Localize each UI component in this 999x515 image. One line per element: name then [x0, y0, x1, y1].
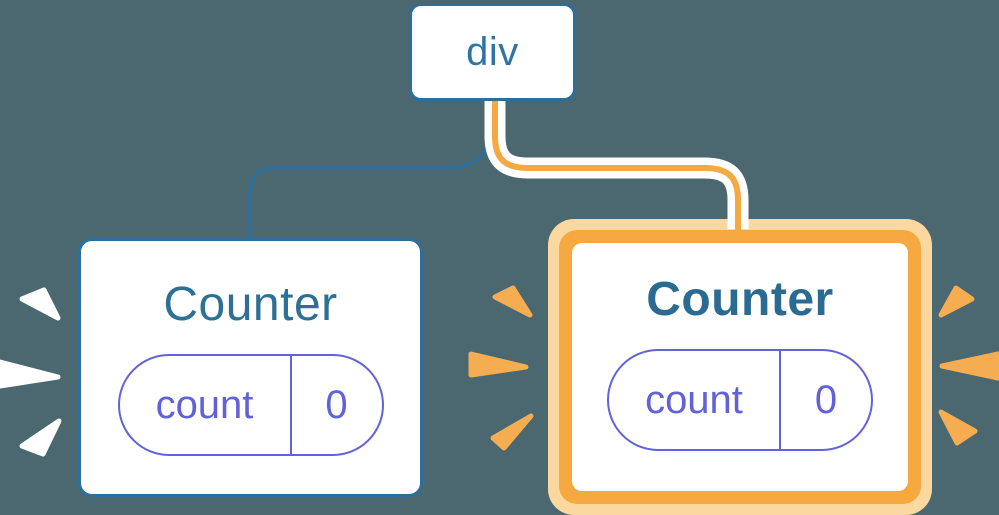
state-key-cell: count [609, 351, 781, 449]
update-burst-icon-6 [938, 409, 978, 446]
left-burst-icon-2 [0, 359, 61, 389]
counter-title: Counter [163, 278, 338, 331]
right-child-connector-line [492, 98, 741, 243]
state-value-cell: 0 [292, 356, 382, 454]
counter-card-right: Counter count 0 [572, 243, 908, 491]
counter-card-left: Counter count 0 [78, 238, 423, 497]
state-value-label: 0 [814, 378, 838, 422]
state-value-cell: 0 [781, 351, 871, 449]
state-key-label: count [155, 383, 254, 427]
state-pill: count 0 [607, 349, 873, 451]
state-key-cell: count [120, 356, 292, 454]
update-burst-left-group [468, 285, 534, 451]
update-burst-icon-2 [468, 351, 529, 378]
state-key-label: count [645, 378, 743, 422]
left-burst-icon-3 [19, 418, 62, 457]
right-child-connector-halo [484, 98, 749, 229]
update-burst-icon-4 [938, 285, 975, 318]
counter-card-right-orange-ring: Counter count 0 [559, 230, 921, 504]
counter-card-right-highlight-ring: Counter count 0 [548, 219, 932, 515]
root-div-label: div [466, 29, 519, 74]
counter-title: Counter [646, 273, 834, 326]
update-burst-right-group [938, 285, 999, 446]
update-burst-icon-1 [492, 285, 533, 318]
root-div-box: div [409, 3, 576, 101]
left-burst-icon-1 [19, 287, 61, 321]
update-burst-icon-3 [490, 413, 534, 451]
update-burst-icon-5 [939, 351, 999, 381]
state-pill: count 0 [117, 354, 384, 456]
left-burst-group [0, 287, 62, 457]
state-value-label: 0 [325, 383, 348, 427]
